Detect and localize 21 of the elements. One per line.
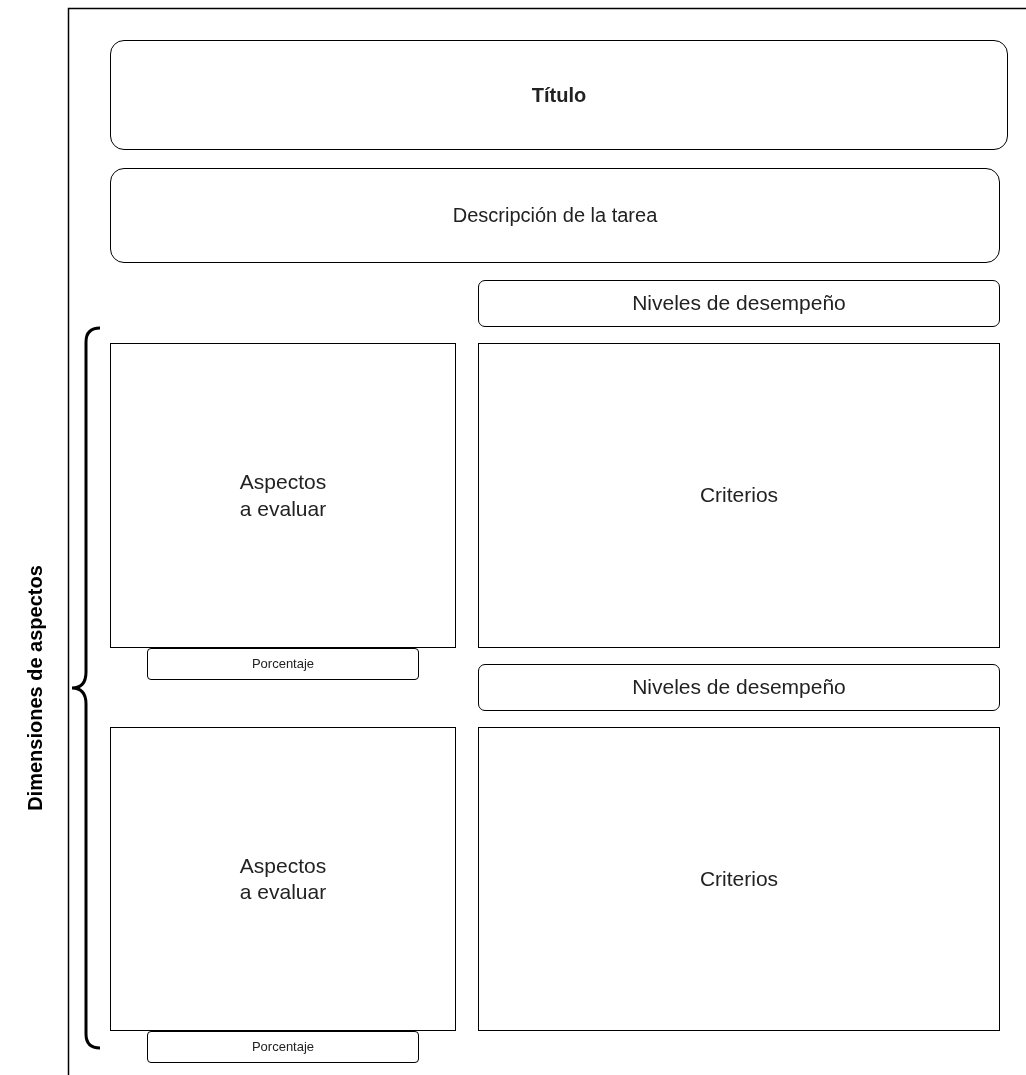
criteria-box <box>478 343 1000 648</box>
aspects-box <box>110 727 456 1031</box>
node-text: Criterios <box>699 482 779 509</box>
node-text: Aspectos a evaluar <box>239 852 327 905</box>
criteria-box <box>478 727 1000 1031</box>
node-text: Título <box>531 82 587 108</box>
title-box <box>110 40 1008 150</box>
node-text: Descripción de la tarea <box>452 203 658 228</box>
node-text: Niveles de desempeño <box>632 674 846 701</box>
levels-box <box>478 280 1000 327</box>
node-text: Aspectos a evaluar <box>239 469 327 522</box>
axis-label: Dimensiones de aspectos <box>23 565 47 811</box>
description-box <box>110 168 1000 263</box>
percentage-box <box>147 648 419 680</box>
levels-box <box>478 664 1000 711</box>
node-text: Porcentaje <box>251 655 315 673</box>
percentage-box <box>147 1031 419 1063</box>
node-text: Criterios <box>699 865 779 892</box>
node-text: Porcentaje <box>251 1038 315 1056</box>
aspects-box <box>110 343 456 648</box>
node-text: Niveles de desempeño <box>632 290 846 317</box>
